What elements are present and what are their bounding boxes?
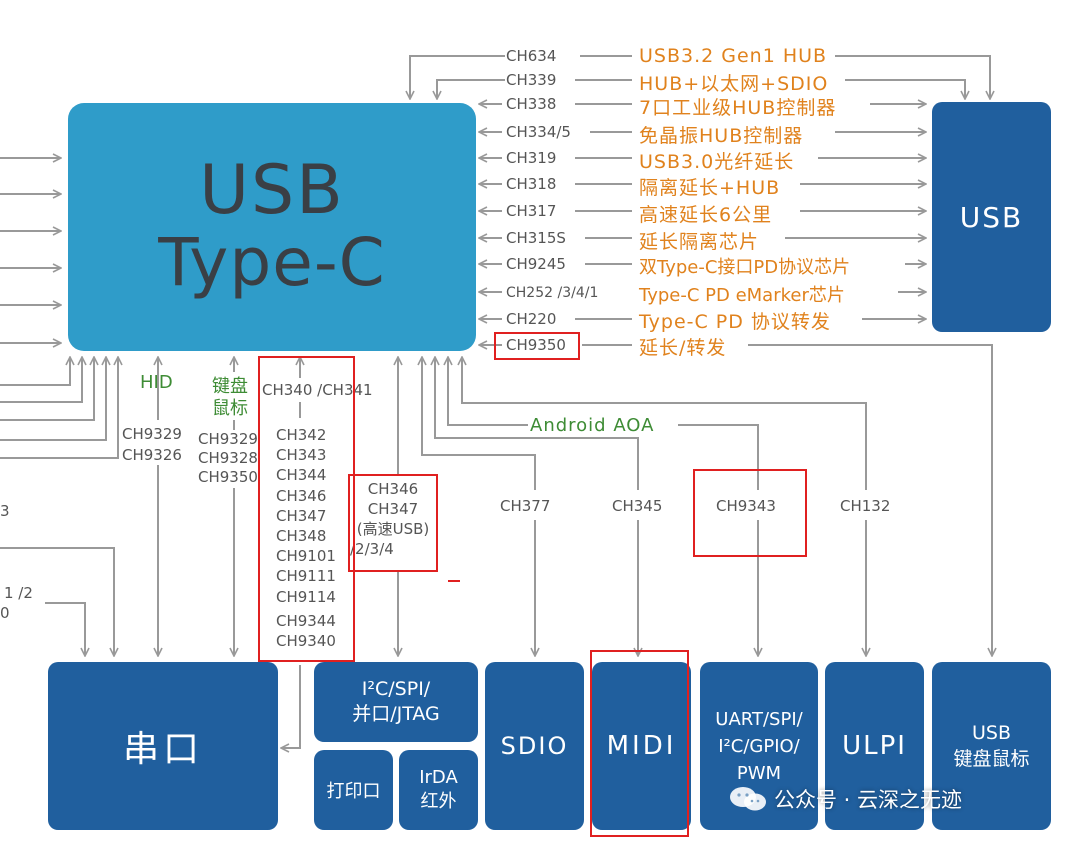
chip-label: CH319 — [506, 149, 557, 167]
feature-label: HUB+以太网+SDIO — [639, 73, 829, 95]
feature-label: USB3.2 Gen1 HUB — [639, 45, 828, 67]
feature-label: Type-C PD eMarker芯片 — [639, 285, 845, 306]
chip-label: CH318 — [506, 175, 557, 193]
usb-kb-line1: USB — [971, 722, 1011, 744]
keyboard-label: 键盘 — [212, 376, 248, 397]
highlight-midi — [590, 650, 689, 837]
feature-label: USB3.0光纤延长 — [639, 151, 795, 173]
feature-label: 延长/转发 — [639, 337, 727, 359]
chip-label: CH334/5 — [506, 123, 571, 141]
chip-label: 1 /2 — [4, 584, 33, 602]
usb-block-label: USB — [959, 200, 1024, 234]
chip-label: CH377 — [500, 497, 551, 515]
chip-label: (高速USB) — [356, 520, 430, 538]
irda-line1: IrDA — [419, 767, 458, 788]
ulpi-block: ULPI — [825, 662, 924, 830]
usb-type-c-line2: Type-C — [158, 224, 386, 301]
i2c-spi-jtag-block: I²C/SPI/ 并口/JTAG — [314, 662, 478, 742]
sdio-block: SDIO — [485, 662, 584, 830]
uart-line1: UART/SPI/ — [715, 708, 803, 730]
highlight-ch9343 — [693, 469, 807, 557]
chip-label: CH252 /3/4/1 — [506, 285, 599, 301]
chip-label: CH9340 — [276, 632, 336, 651]
feature-label: 高速延长6公里 — [639, 204, 773, 226]
chip-label: 0 — [0, 604, 10, 622]
chip-label: CH9329 — [122, 425, 182, 443]
midi-block: MIDI — [592, 662, 691, 830]
chip-label: CH9114 — [276, 587, 336, 606]
midi-label: MIDI — [606, 731, 677, 761]
chip-label: 3 — [0, 502, 10, 520]
red-dash-mark — [448, 580, 460, 582]
chip-label: CH9326 — [122, 446, 182, 464]
irda-block: IrDA 红外 — [399, 750, 478, 830]
highlight-serial-chips — [258, 356, 355, 662]
feature-label: 免晶振HUB控制器 — [639, 125, 804, 147]
i2c-line1: I²C/SPI/ — [361, 678, 431, 700]
chip-label: CH348 — [276, 527, 327, 546]
chip-label: CH338 — [506, 95, 557, 113]
usb-kb-line2: 键盘鼠标 — [953, 748, 1030, 770]
chip-label: CH317 — [506, 202, 557, 220]
chip-label: CH9111 — [276, 567, 336, 586]
chip-label: CH634 — [506, 47, 557, 65]
usb-type-c-block: USB Type-C — [68, 103, 476, 351]
feature-label: Type-C PD 协议转发 — [639, 311, 831, 333]
ulpi-label: ULPI — [842, 731, 907, 761]
chip-label: CH346 — [276, 486, 327, 505]
serial-chip-list: CH342 CH343 CH344 CH346 CH347 CH348 CH91… — [276, 425, 336, 651]
chip-label: CH339 — [506, 71, 557, 89]
ch346-chip-group: CH346 CH347 (高速USB) /2/3/4 — [350, 479, 436, 559]
chip-label: CH315S — [506, 229, 566, 247]
serial-port-label: 串口 — [122, 729, 203, 770]
chip-label: CH340 /CH341 — [262, 381, 373, 399]
serial-port-block: 串口 — [48, 662, 278, 830]
chip-label: CH345 — [612, 497, 663, 515]
chip-label: CH346 — [367, 480, 419, 498]
printer-port-label: 打印口 — [326, 781, 381, 802]
chip-label: CH9101 — [276, 547, 336, 566]
chip-label: CH347 — [367, 500, 419, 518]
chip-label: CH342 — [276, 426, 327, 444]
printer-port-block: 打印口 — [314, 750, 393, 830]
chip-label: CH9328 — [198, 449, 258, 467]
mouse-label: 鼠标 — [212, 398, 248, 419]
chip-label: CH9329 — [198, 430, 258, 448]
chip-label: CH220 — [506, 310, 557, 328]
sdio-label: SDIO — [500, 732, 569, 760]
feature-label: 7口工业级HUB控制器 — [639, 97, 837, 119]
chip-label: CH344 — [276, 466, 327, 485]
chip-label: CH343 — [276, 446, 327, 465]
chip-label: CH9343 — [716, 497, 776, 515]
uart-line3: PWM — [736, 762, 782, 784]
android-aoa-label: Android AOA — [530, 415, 655, 436]
feature-label: 双Type-C接口PD协议芯片 — [639, 257, 851, 278]
watermark-text: 公众号 · 云深之无迹 — [774, 788, 963, 812]
usb-block: USB — [932, 102, 1051, 332]
chip-label: CH9350 — [506, 336, 566, 354]
watermark: 公众号 · 云深之无迹 — [728, 784, 962, 814]
uart-line2: I²C/GPIO/ — [718, 735, 800, 757]
chip-label: CH132 — [840, 497, 891, 515]
i2c-line2: 并口/JTAG — [352, 703, 440, 725]
usb-keyboard-mouse-block: USB 键盘鼠标 — [932, 662, 1051, 830]
highlight-ch346-group — [348, 474, 438, 572]
hid-label: HID — [140, 372, 173, 393]
usb-type-c-line1: USB — [199, 151, 345, 230]
wechat-icon — [728, 785, 768, 813]
irda-line2: 红外 — [420, 791, 457, 812]
chip-label: /2/3/4 — [350, 540, 394, 558]
chip-label: CH347 — [276, 506, 327, 525]
feature-label: 隔离延长+HUB — [639, 177, 781, 199]
chip-label: CH9350 — [198, 468, 258, 486]
chip-label: CH9245 — [506, 255, 566, 273]
feature-label: 延长隔离芯片 — [639, 231, 760, 253]
chip-label: CH9344 — [276, 611, 336, 630]
highlight-ch9350 — [494, 332, 580, 360]
